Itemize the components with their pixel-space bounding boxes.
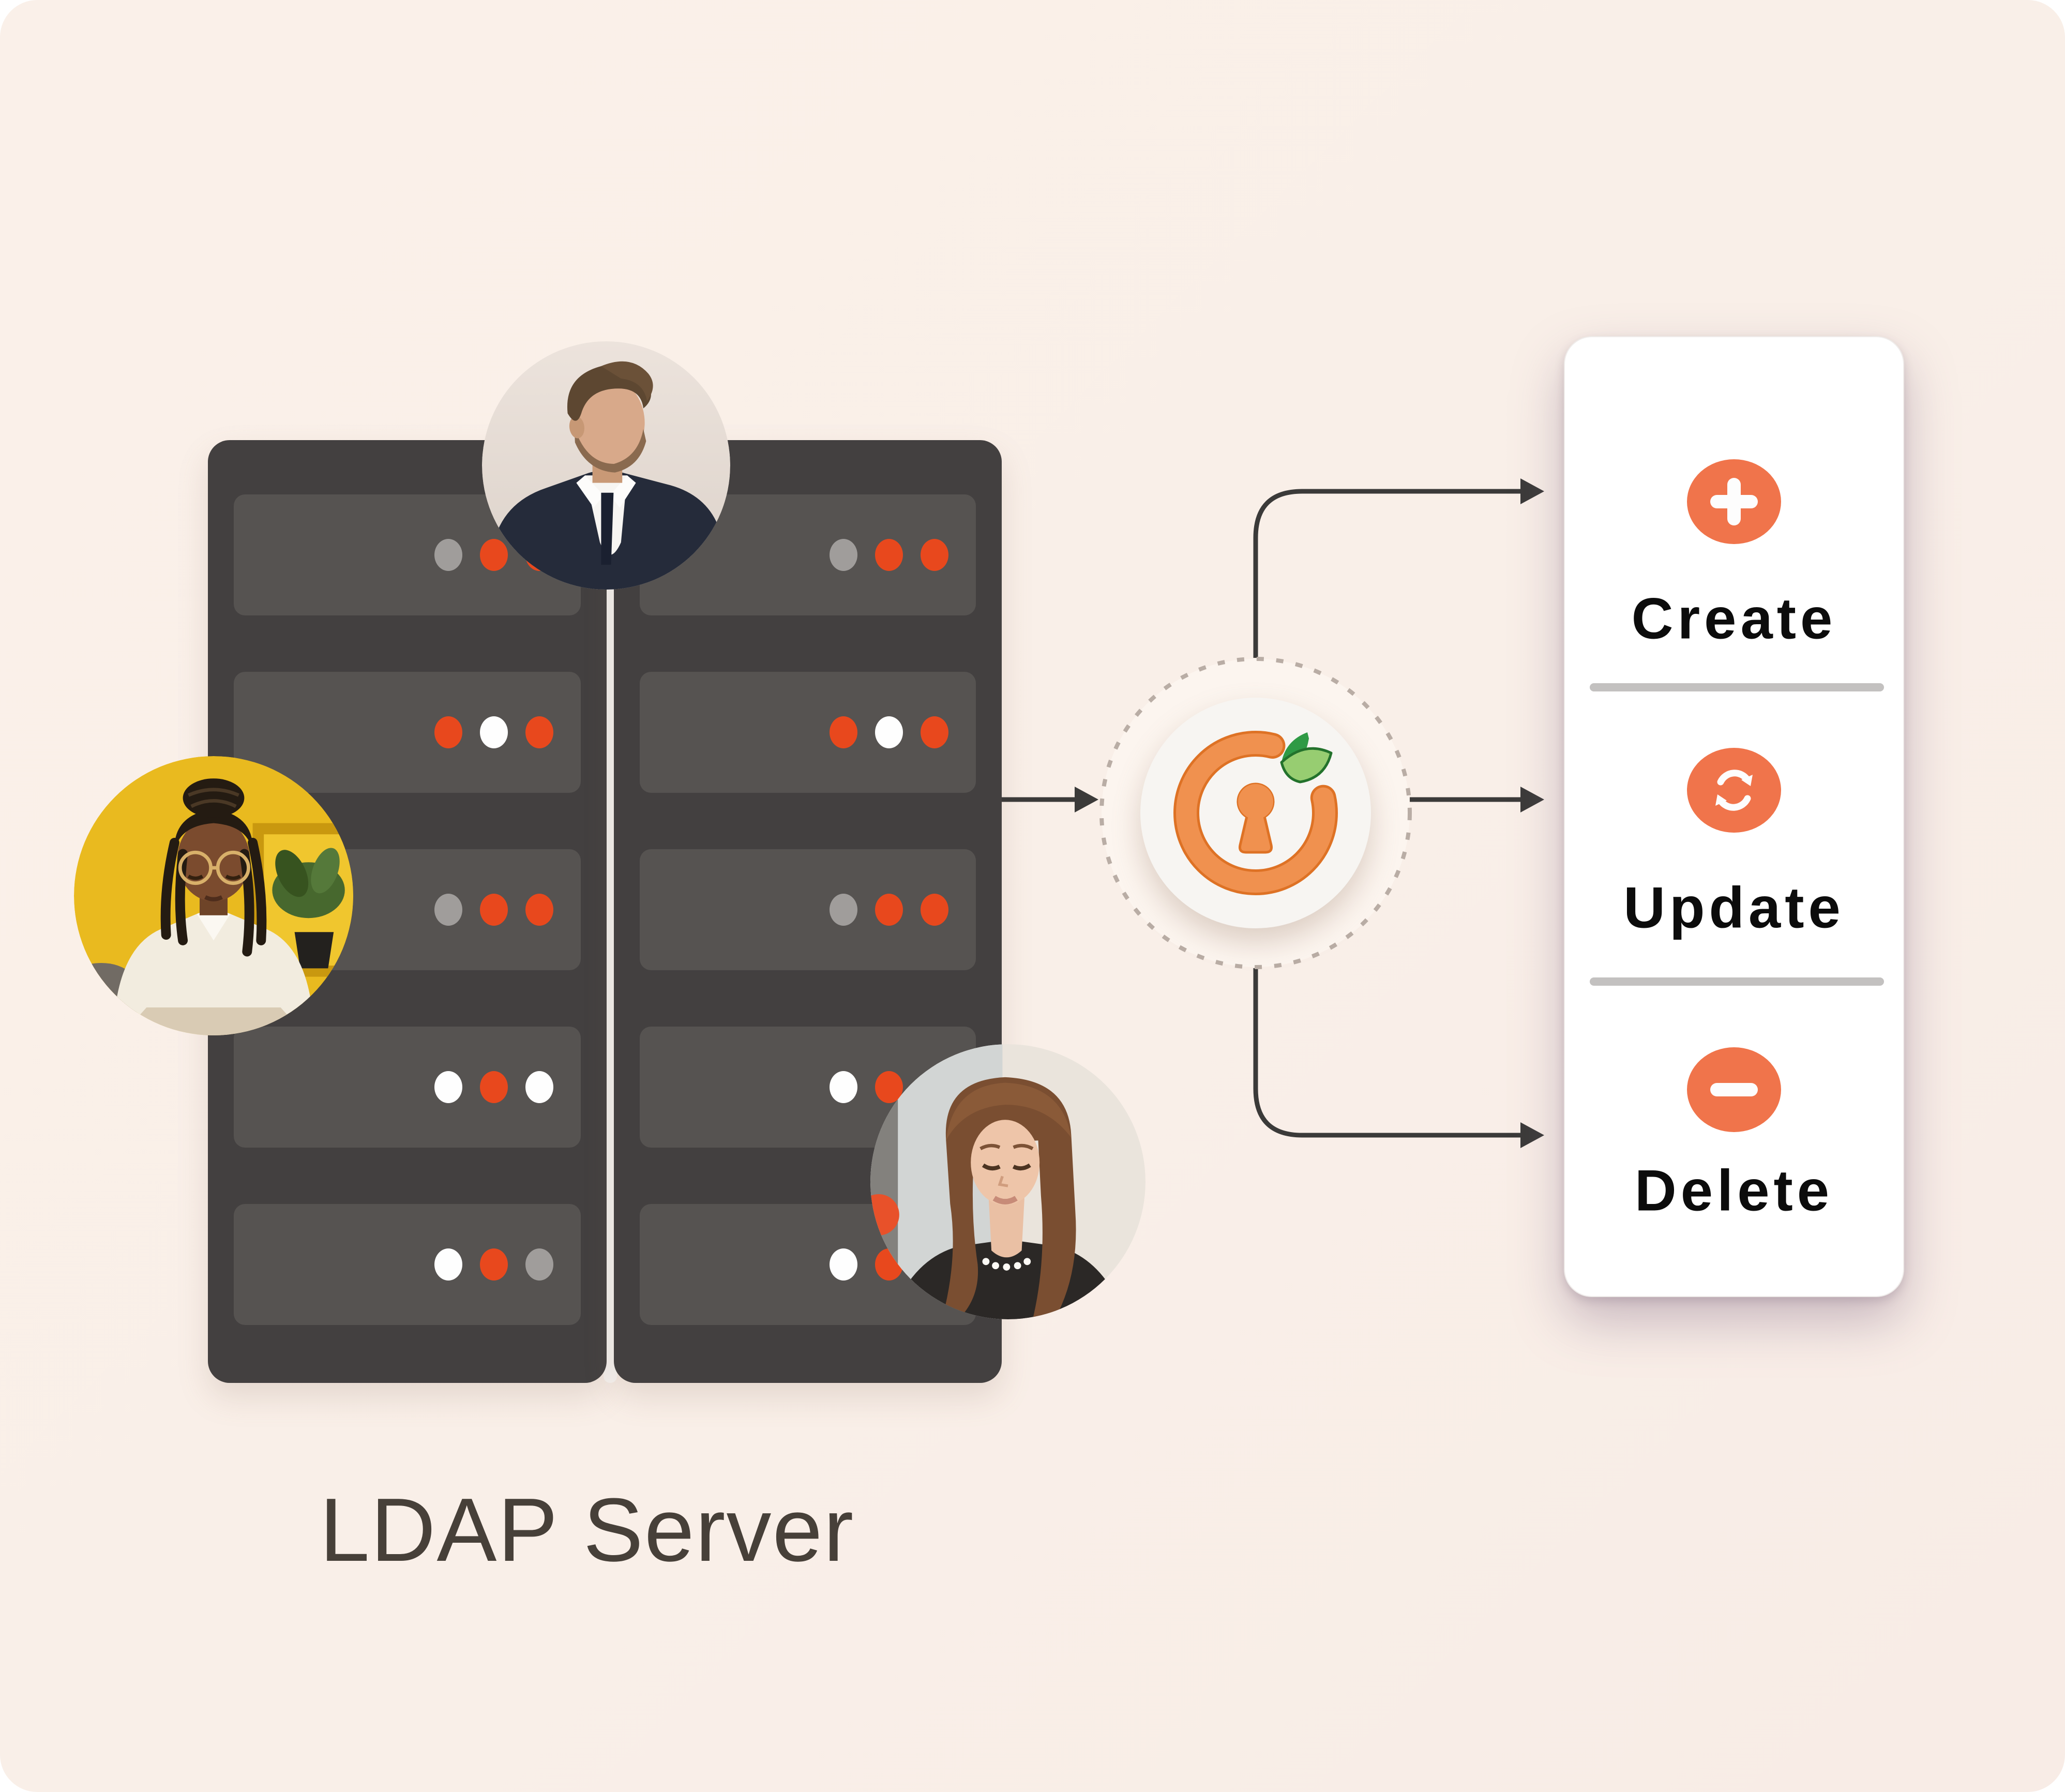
white-indicator-dot: [480, 716, 508, 748]
orange-indicator-dot: [875, 1071, 903, 1103]
white-indicator-dot: [830, 1248, 857, 1281]
orange-indicator-dot: [525, 716, 553, 748]
orange-indicator-dot: [875, 894, 903, 926]
orange-indicator-dot: [480, 894, 508, 926]
orange-indicator-dot: [921, 716, 948, 748]
white-indicator-dot: [875, 716, 903, 748]
orange-indicator-dot: [480, 1071, 508, 1103]
ldap-server-label: LDAP Server: [320, 1479, 855, 1580]
server-unit: [234, 672, 581, 793]
sync-icon: [1687, 748, 1781, 833]
gray-indicator-dot: [830, 539, 857, 571]
orange-indicator-dot: [830, 716, 857, 748]
actions-card: Create Update Delete: [1564, 336, 1904, 1297]
gray-indicator-dot: [830, 894, 857, 926]
card-divider: [1590, 683, 1884, 691]
leaf-icon: [1280, 732, 1333, 784]
gray-indicator-dot: [525, 1248, 553, 1281]
man-in-suit-avatar: [482, 341, 730, 590]
white-indicator-dot: [434, 1071, 462, 1103]
server-unit: [640, 672, 976, 793]
plant-icon: [272, 848, 345, 969]
action-label-update: Update: [1623, 875, 1845, 940]
server-unit: [234, 1204, 581, 1325]
orange-keyhole-leaf-logo-icon: [1173, 731, 1338, 895]
server-unit: [640, 849, 976, 970]
gray-indicator-dot: [434, 894, 462, 926]
plus-icon: [1687, 459, 1781, 544]
white-indicator-dot: [830, 1071, 857, 1103]
card-divider: [1590, 977, 1884, 986]
orange-indicator-dot: [921, 894, 948, 926]
orange-indicator-dot: [434, 716, 462, 748]
server-unit: [234, 1027, 581, 1148]
orange-indicator-dot: [921, 539, 948, 571]
white-indicator-dot: [525, 1071, 553, 1103]
woman-brown-hair-avatar: [870, 1044, 1145, 1319]
orange-indicator-dot: [480, 539, 508, 571]
action-label-create: Create: [1631, 586, 1837, 651]
woman-with-braids-icon: [74, 756, 353, 1035]
woman-with-braids-avatar: [74, 756, 353, 1035]
man-in-suit-icon: [482, 341, 730, 590]
action-label-delete: Delete: [1634, 1158, 1834, 1223]
hub-logo-disc: [1140, 698, 1371, 928]
keyhole-icon: [1237, 782, 1275, 854]
minus-icon: [1687, 1047, 1781, 1132]
orange-indicator-dot: [525, 894, 553, 926]
gray-indicator-dot: [434, 539, 462, 571]
woman-brown-hair-icon: [870, 1044, 1145, 1319]
white-indicator-dot: [434, 1248, 462, 1281]
orange-indicator-dot: [875, 539, 903, 571]
orange-indicator-dot: [480, 1248, 508, 1281]
